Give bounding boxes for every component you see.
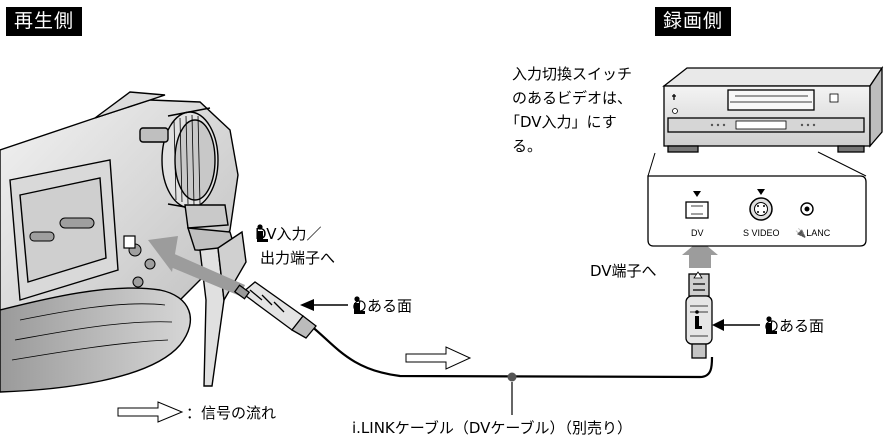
vcr-deck bbox=[662, 65, 884, 153]
camera-port-label-line1: DV入力／ bbox=[255, 225, 322, 243]
vcr-note-line3: 「DV入力」にす bbox=[505, 113, 617, 131]
ilink-icon bbox=[695, 310, 702, 329]
vcr-insert-arrow-icon bbox=[682, 240, 718, 268]
legend-arrow-icon bbox=[117, 401, 184, 423]
vcr-note-line4: る。 bbox=[512, 137, 543, 155]
plug-face-label-right: のある面 bbox=[764, 316, 825, 335]
dv-plug-left bbox=[233, 281, 317, 339]
ilink-icon bbox=[354, 296, 365, 314]
vcr-note-line2: のあるビデオは、 bbox=[512, 89, 633, 107]
terminal-dv-label: DV bbox=[691, 228, 704, 238]
vcr-port-label: DV端子へ bbox=[590, 262, 657, 280]
vcr-note-line1: 入力切換スイッチ bbox=[512, 65, 633, 83]
dv-plug-right bbox=[685, 271, 713, 359]
playback-side-tag: 再生側 bbox=[6, 7, 83, 36]
signal-flow-arrow-icon bbox=[405, 346, 472, 370]
plug-face-pointer-left bbox=[300, 299, 348, 311]
camera-insert-arrow-icon bbox=[148, 236, 245, 296]
plug-face-pointer-right bbox=[712, 319, 760, 331]
terminal-lanc-label: 🔌LANC bbox=[795, 228, 831, 238]
camera-port-label-line2: 出力端子へ bbox=[260, 249, 336, 267]
camcorder bbox=[0, 91, 247, 393]
ilink-cable bbox=[309, 324, 714, 415]
terminal-panel bbox=[647, 151, 867, 247]
plug-face-label-left: のある面 bbox=[352, 296, 413, 315]
camera-port-label: DV入力／ bbox=[255, 224, 322, 244]
cable-label: i.LINKケーブル（DVケーブル）（別売り） bbox=[352, 419, 633, 437]
ilink-icon bbox=[257, 224, 268, 242]
ilink-icon bbox=[766, 316, 777, 334]
legend-text: ：信号の流れ bbox=[186, 404, 277, 422]
record-side-tag: 録画側 bbox=[655, 7, 732, 36]
terminal-svideo-label: S VIDEO bbox=[743, 228, 780, 238]
